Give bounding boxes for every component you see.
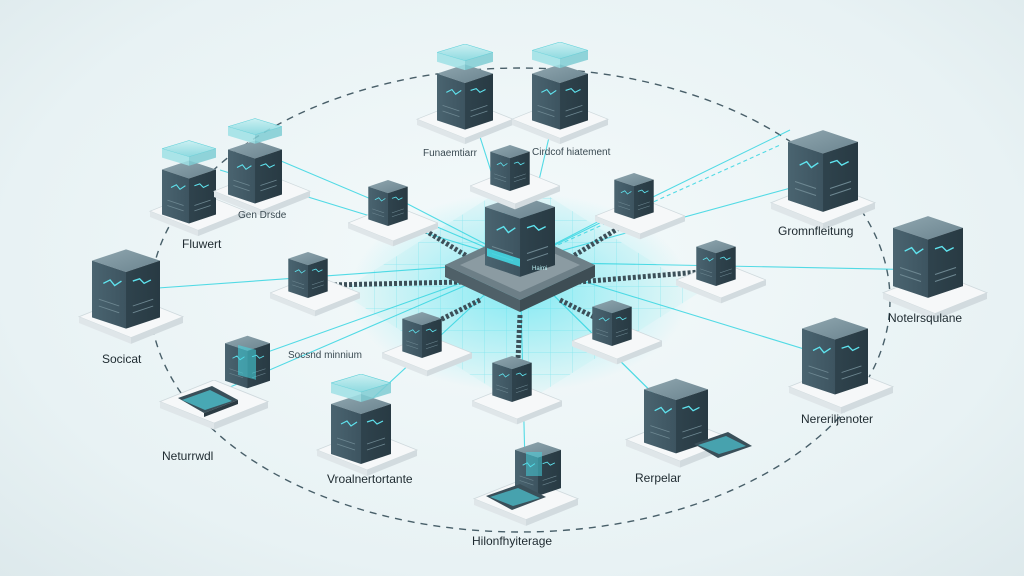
label-gromnfleitung: Gromnfleitung [778, 224, 853, 238]
central-hub[interactable]: Haimi [445, 195, 595, 312]
label-vroalnertortante: Vroalnertortante [327, 472, 413, 486]
server-vroalnertortante[interactable] [316, 374, 418, 477]
label-gen-drsde: Gen Drsde [238, 210, 287, 221]
server-rerpelar[interactable] [625, 378, 752, 469]
device-neturrwdl[interactable] [159, 335, 270, 431]
label-top-right: Cirdcof hiatement [532, 147, 611, 158]
server-top-left[interactable] [416, 44, 514, 145]
label-nereriljenoter: Nereriljenoter [801, 412, 873, 426]
server-nereriljenoter[interactable] [788, 316, 894, 415]
label-socicat: Socicat [102, 352, 142, 366]
hub-caption: Haimi [532, 266, 547, 272]
label-mid-small: Socsnd minnium [288, 350, 362, 361]
device-hilonfhyiterage[interactable] [473, 441, 579, 527]
label-notelrsqulane: Notelrsqulane [888, 311, 962, 325]
label-bottom: Hilonfhyiterage [472, 534, 552, 548]
server-gromnfleitung[interactable] [770, 129, 876, 231]
server-socicat[interactable] [78, 248, 184, 345]
server-top-right[interactable] [511, 42, 609, 145]
label-top-left: Funaemtiarr [423, 148, 478, 159]
label-rerpelar: Rerpelar [635, 471, 681, 485]
label-fluwert: Fluwert [182, 237, 222, 251]
server-notelrsqulane[interactable] [882, 215, 988, 321]
label-neturrwdl: Neturrwdl [162, 449, 213, 463]
